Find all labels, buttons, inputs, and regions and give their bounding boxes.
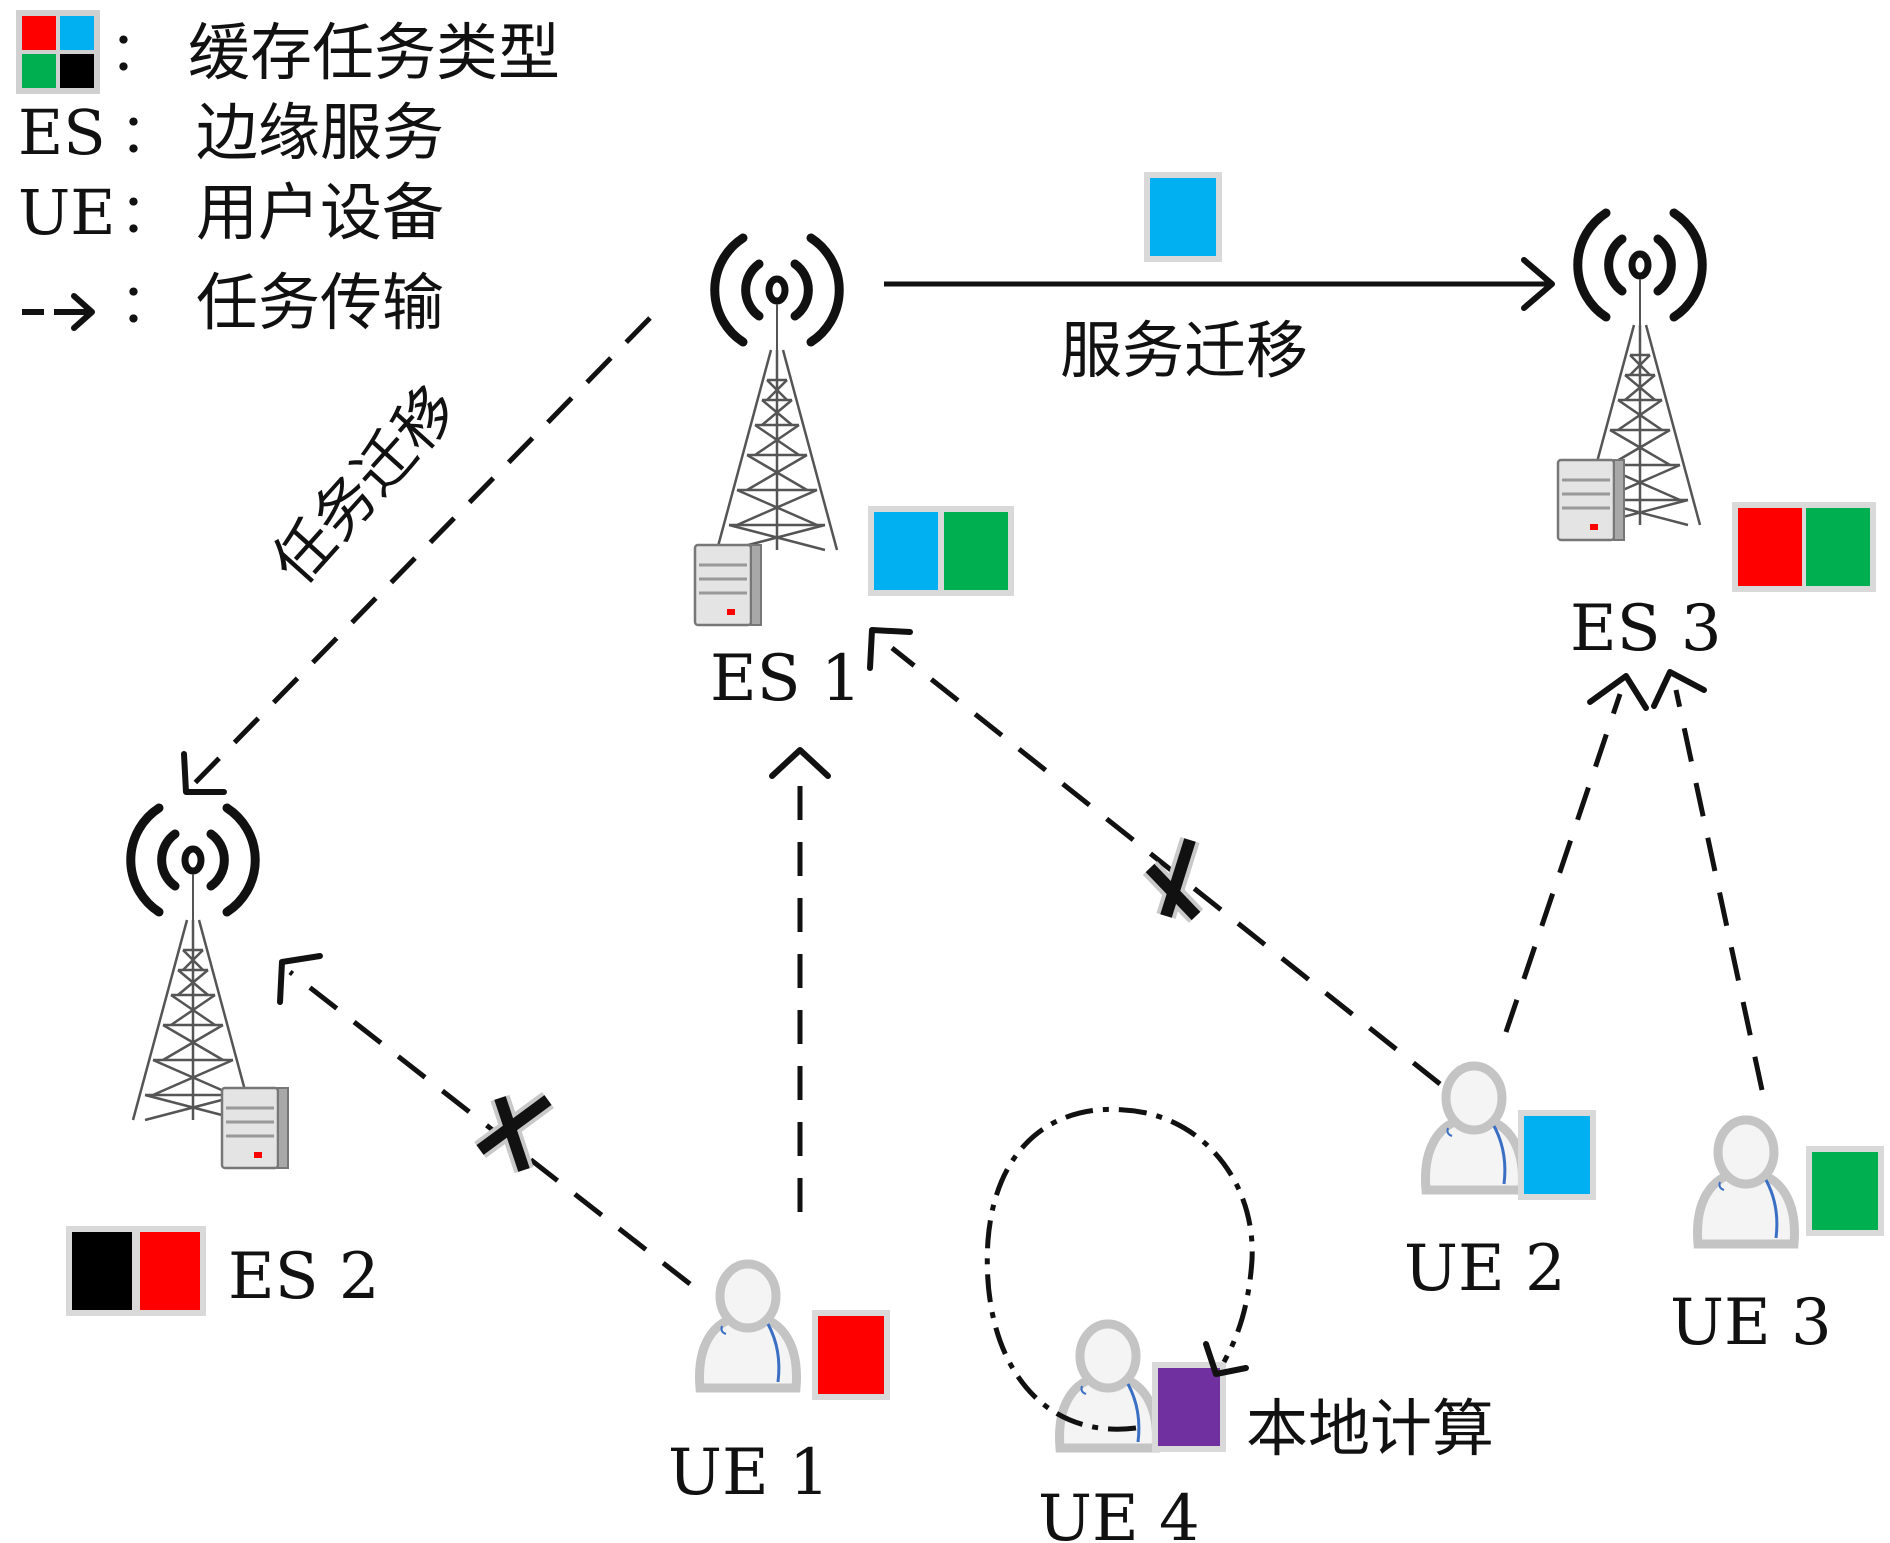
task-migration: 任务迁移 [181,316,652,795]
ue3-task-green [1812,1152,1878,1230]
es3-cache [1732,502,1876,592]
cache-types-swatch-icon [16,10,100,94]
user-icon [700,1264,797,1388]
service-migration: 服务迁移 [884,172,1555,387]
legend-es-meaning: 边缘服务 [196,96,444,169]
es2: ES 2 [66,808,380,1316]
swatch-blue [60,16,94,50]
legend-ue-abbr: UE [18,176,116,249]
legend-es-abbr: ES [18,96,106,169]
ue3-label: UE 3 [1670,1286,1832,1360]
service-migration-label: 服务迁移 [1060,314,1308,387]
ue2-to-es3-arrow [1503,673,1649,1033]
legend-cache-types: 缓存任务类型 [188,16,560,89]
es1: ES 1 [693,238,1014,716]
ue2-label: UE 2 [1404,1232,1566,1306]
es2-label: ES 2 [228,1240,380,1314]
es3-cache-red [1738,508,1802,586]
es1-cache-green [944,512,1008,590]
swatch-green [22,54,56,88]
ue4-label: UE 4 [1038,1482,1200,1543]
user-icon [1698,1120,1795,1244]
ue3-to-es3-arrow [1651,669,1765,1091]
es1-label: ES 1 [710,642,862,716]
legend-sep-3: ： [120,182,174,245]
legend-task-transfer: 任务传输 [196,266,444,339]
ue1-task-red [818,1316,884,1394]
migrated-task-blue [1150,178,1216,256]
es2-cache-black [72,1232,132,1310]
local-compute-label: 本地计算 [1246,1392,1494,1465]
ue3: UE 3 [1670,1120,1884,1360]
legend-sep-2: ： [120,102,174,165]
ue1: UE 1 [668,1264,890,1510]
es3: ES 3 [1556,213,1876,666]
ue2-task-blue [1524,1116,1590,1194]
server-icon [693,543,763,627]
user-icon [1426,1066,1523,1190]
tower-icon [715,238,839,550]
dashed-arrow-icon [22,293,95,331]
es3-label: ES 3 [1570,592,1722,666]
swatch-red [22,16,56,50]
es2-cache [66,1226,206,1316]
es2-cache-red [140,1232,200,1310]
ue1-to-es1-arrow [769,747,831,1212]
ue1-label: UE 1 [668,1436,830,1510]
es1-cache-blue [874,512,938,590]
ue1-to-es2-arrow [277,953,692,1286]
ue4: UE 4 本地计算 [1038,1324,1494,1543]
legend: ： 缓存任务类型 ES ： 边缘服务 UE ： 用户设备 ： 任务传输 [16,10,560,339]
server-icon [220,1086,290,1170]
server-icon [1556,458,1626,542]
task-migration-label: 任务迁移 [259,373,472,598]
swatch-black [60,54,94,88]
tower-icon [131,808,255,1120]
ue4-task-purple [1158,1368,1220,1446]
legend-sep-4: ： [120,272,174,335]
cross-icon [1142,836,1204,923]
local-compute-loop [984,1106,1255,1432]
legend-sep-1: ： [110,20,164,83]
es3-cache-green [1806,508,1870,586]
legend-ue-meaning: 用户设备 [196,176,444,249]
cross-icon [474,1091,554,1174]
ue2: UE 2 [1404,1066,1596,1306]
es1-cache [868,506,1014,596]
ue2-to-es1-arrow [867,627,1442,1086]
